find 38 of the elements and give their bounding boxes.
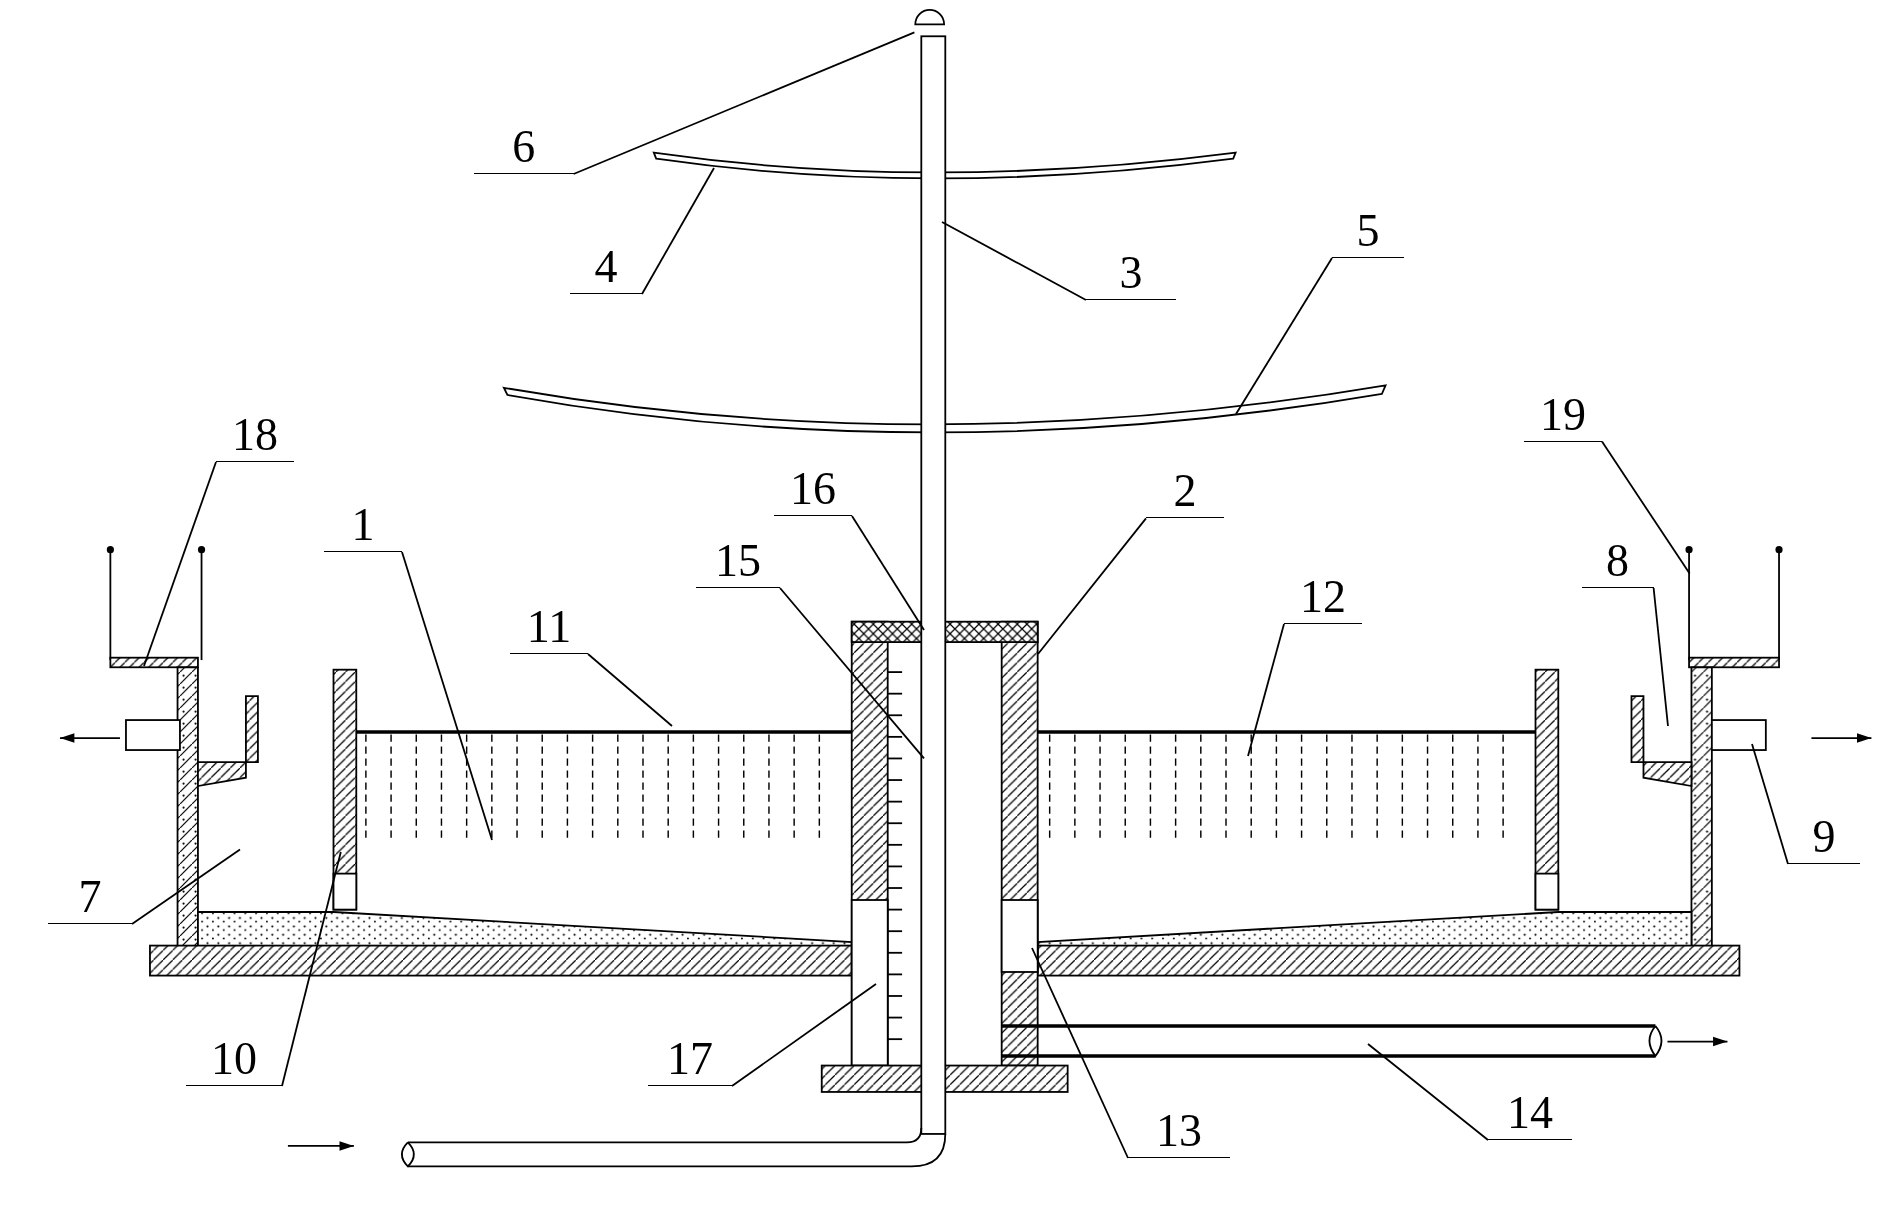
leader-line <box>587 653 673 727</box>
leader-line <box>1037 517 1147 655</box>
callout-number: 9 <box>1788 814 1860 864</box>
leader-line <box>1235 257 1333 415</box>
leader-line <box>731 983 877 1087</box>
callout-number: 10 <box>186 1036 282 1086</box>
leader-line <box>143 461 217 667</box>
callout-number: 6 <box>474 124 574 174</box>
leader-line <box>1601 440 1691 575</box>
leader-line <box>941 221 1087 301</box>
callout-number: 2 <box>1146 468 1224 519</box>
leader-line <box>851 515 925 631</box>
leader-line <box>1031 947 1129 1159</box>
callout-number: 19 <box>1524 391 1602 442</box>
callout-number: 4 <box>570 244 642 294</box>
leader-line <box>401 551 493 841</box>
leader-line <box>1751 743 1789 865</box>
callout-number: 17 <box>648 1036 732 1086</box>
callout-number: 3 <box>1086 250 1176 300</box>
leader-line <box>641 167 715 295</box>
callout-number: 8 <box>1581 538 1654 588</box>
callout-number: 1 <box>324 502 402 552</box>
leader-line <box>1652 587 1669 727</box>
leader-line <box>131 848 241 925</box>
leader-line <box>1247 623 1285 757</box>
callout-number: 7 <box>48 874 132 924</box>
leader-line <box>281 851 342 1087</box>
callout-number: 18 <box>216 412 294 462</box>
callout-number: 13 <box>1128 1108 1230 1158</box>
leader-line <box>572 31 916 175</box>
leader-line <box>779 587 925 760</box>
callout-number: 5 <box>1332 208 1404 258</box>
callout-number: 11 <box>510 604 588 654</box>
leader-line <box>1367 1043 1489 1141</box>
callout-number: 15 <box>696 538 780 588</box>
callout-number: 12 <box>1284 574 1362 624</box>
callout-number: 16 <box>774 466 852 516</box>
callout-number: 14 <box>1488 1090 1572 1140</box>
